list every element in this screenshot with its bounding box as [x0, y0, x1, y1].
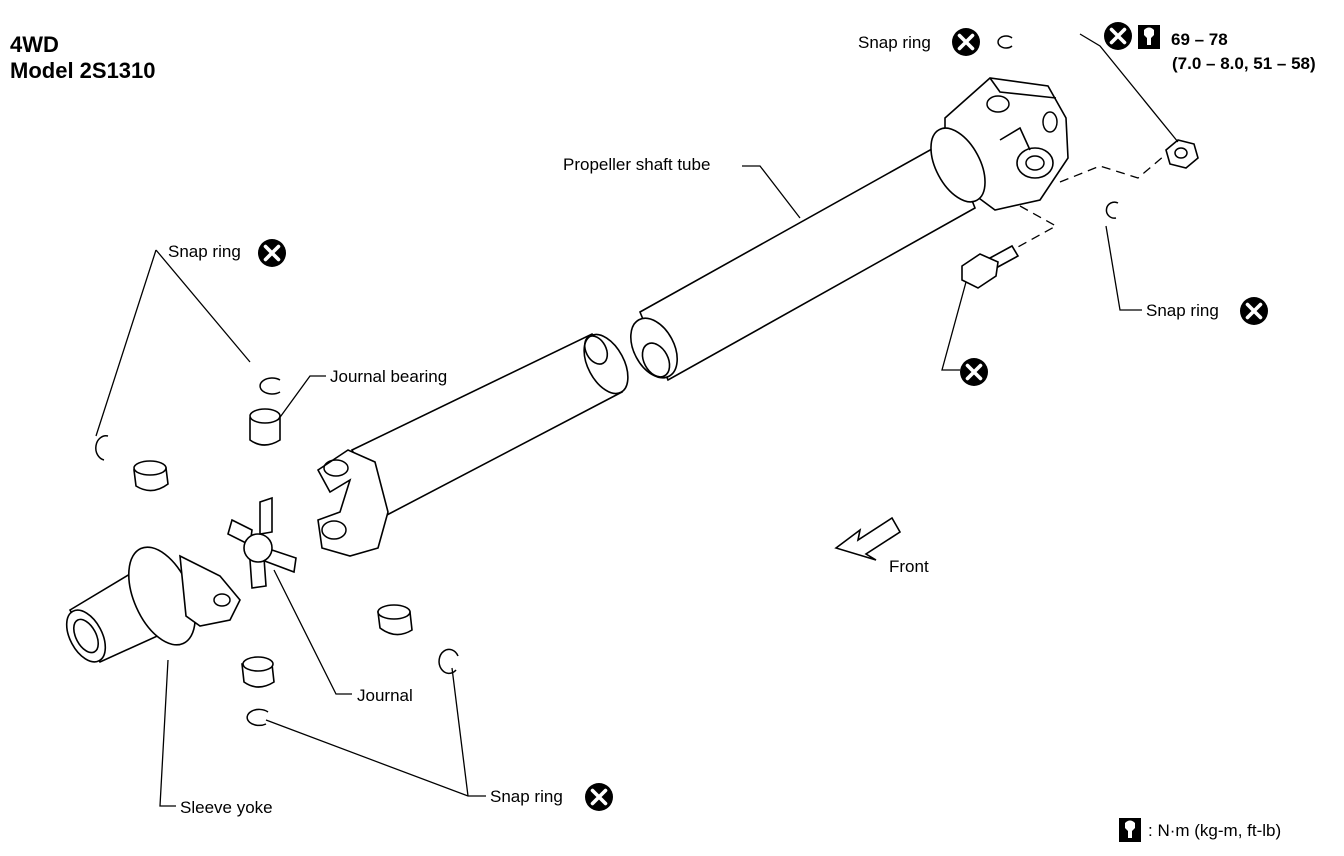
wrench-icon [1119, 818, 1141, 842]
label-front: Front [889, 557, 929, 576]
label-torque-value: 69 – 78 [1171, 30, 1228, 49]
label-journal-bearing: Journal bearing [330, 367, 448, 386]
propeller-shaft-tube-front [350, 332, 629, 518]
label-journal: Journal [357, 686, 413, 705]
label-propeller-shaft-tube: Propeller shaft tube [563, 155, 711, 174]
tube-yoke [316, 449, 389, 557]
snap-ring-bearing-1 [259, 377, 281, 395]
diagram-title: 4WD Model 2S1310 [10, 32, 156, 84]
leader-lines [95, 33, 1179, 807]
snap-ring-bearing-4 [246, 708, 269, 727]
circled-x-icon [1238, 295, 1270, 327]
legend-unit-text: : N·m (kg-m, ft-lb) [1148, 821, 1282, 840]
title-line-model: Model 2S1310 [10, 58, 156, 83]
propeller-shaft-tube-rear [630, 138, 977, 382]
title-line-drive: 4WD [10, 32, 59, 57]
label-snap-ring-right: Snap ring [1146, 301, 1219, 320]
journal-bearing-3 [377, 604, 413, 636]
front-arrow-icon [834, 516, 902, 561]
label-torque-conversion: (7.0 – 8.0, 51 – 58) [1172, 54, 1316, 73]
journal-bearing-1 [249, 408, 281, 446]
circled-x-icon [256, 237, 288, 269]
snap-ring-top [997, 35, 1013, 49]
journal-bearing-2 [133, 460, 169, 492]
circled-x-icon [950, 26, 982, 58]
wrench-icon [1138, 25, 1160, 49]
circled-x-icon [958, 356, 990, 388]
label-sleeve-yoke: Sleeve yoke [180, 798, 273, 817]
snap-ring-flange-side [1105, 201, 1119, 219]
journal-bearing-4 [241, 656, 275, 688]
flange-yoke [930, 77, 1069, 211]
label-snap-ring-top-right: Snap ring [858, 33, 931, 52]
snap-ring-bearing-2 [95, 435, 109, 461]
circled-x-icon [1102, 20, 1134, 52]
flange-bolt [961, 244, 1020, 289]
snap-ring-bearing-3 [438, 648, 459, 675]
journal-cross [227, 496, 297, 589]
assembly-dashed-lines [1015, 155, 1165, 249]
label-snap-ring-left-upper: Snap ring [168, 242, 241, 261]
circled-x-icon [583, 781, 615, 813]
flange-nut [1165, 139, 1199, 169]
sleeve-yoke-part [65, 546, 241, 664]
label-snap-ring-bottom: Snap ring [490, 787, 563, 806]
